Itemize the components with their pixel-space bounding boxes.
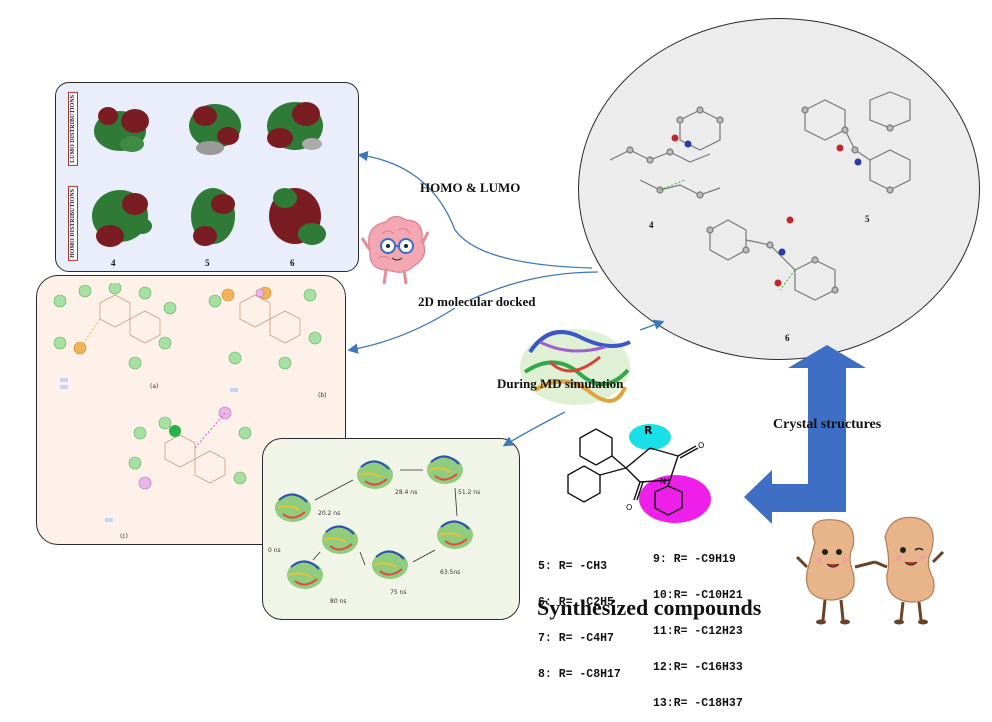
- homo-orbital-6: [269, 188, 326, 245]
- md-time-1: 20.2 ns: [318, 510, 341, 517]
- brain-mascot-icon: [360, 215, 430, 285]
- svg-text:O: O: [698, 441, 704, 450]
- orbital-label-5: 5: [205, 258, 210, 268]
- r-group-10: 10:R= -C10H21: [653, 589, 743, 602]
- r-group-list-right: 9: R= -C9H19 10:R= -C10H21 11:R= -C12H23…: [653, 530, 743, 722]
- md-simulation-label: During MD simulation: [497, 376, 624, 391]
- orbital-illustrations: [92, 102, 326, 247]
- crystal-label-5: 5: [865, 214, 870, 224]
- docking-sublabel-b: (b): [318, 392, 327, 399]
- homo-orbital-4: [92, 190, 152, 247]
- docking-sublabel-c: (c): [120, 533, 128, 540]
- crystal-structures-panel: [578, 18, 980, 360]
- r-group-11: 11:R= -C12H23: [653, 625, 743, 638]
- r-group-13: 13:R= -C18H37: [653, 697, 743, 710]
- homo-orbital-5: [191, 188, 235, 246]
- r-group-7: 7: R= -C4H7: [538, 632, 614, 645]
- r-group-12: 12:R= -C16H33: [653, 661, 743, 674]
- md-simulation-panel: [262, 438, 520, 620]
- svg-text:O: O: [626, 503, 632, 512]
- md-time-4: 63.5ns: [440, 569, 461, 576]
- lumo-orbital-6: [267, 102, 323, 150]
- crystal-structures-label: Crystal structures: [773, 417, 882, 432]
- r-group-5: 5: R= -CH3: [538, 560, 608, 573]
- md-time-5: 75 ns: [390, 589, 407, 596]
- connector-arrows: [347, 150, 866, 524]
- docking-sublabel-a: (a): [150, 383, 159, 390]
- md-snapshots: [274, 455, 474, 590]
- r-group-list-left: 5: R= -CH3 6: R= -C2H5 7: R= -C4H7 8: R=…: [538, 537, 621, 693]
- r-group-9: 9: R= -C9H19: [653, 553, 736, 566]
- docked-label: 2D molecular docked: [418, 294, 536, 309]
- orbital-label-6: 6: [290, 258, 295, 268]
- synthesized-compounds-label: Synthesized compounds: [537, 595, 762, 620]
- md-time-6: 80 ns: [330, 598, 347, 605]
- docking-interaction-maps: [53, 283, 322, 522]
- r-group-label: R: [644, 424, 653, 437]
- md-time-0: 0 ns: [268, 547, 281, 554]
- crystal-structure-drawings: [609, 91, 911, 301]
- chemical-structure: R N O O: [567, 424, 711, 523]
- protein-ribbon-image: [520, 329, 631, 405]
- r-group-8: 8: R= -C8H17: [538, 668, 621, 681]
- md-time-2: 28.4 ns: [395, 489, 418, 496]
- crystal-label-4: 4: [649, 220, 654, 230]
- md-time-3: 51.2 ns: [458, 489, 481, 496]
- orbital-label-4: 4: [111, 258, 116, 268]
- homo-lumo-label: HOMO & LUMO: [420, 180, 521, 195]
- lumo-orbital-4: [94, 107, 149, 152]
- kidney-mascots-icon: [795, 516, 945, 625]
- svg-text:N: N: [660, 477, 666, 486]
- crystal-label-6: 6: [785, 333, 790, 343]
- lumo-orbital-5: [189, 104, 241, 155]
- r-group-6: 6: R= -C2H5: [538, 596, 614, 609]
